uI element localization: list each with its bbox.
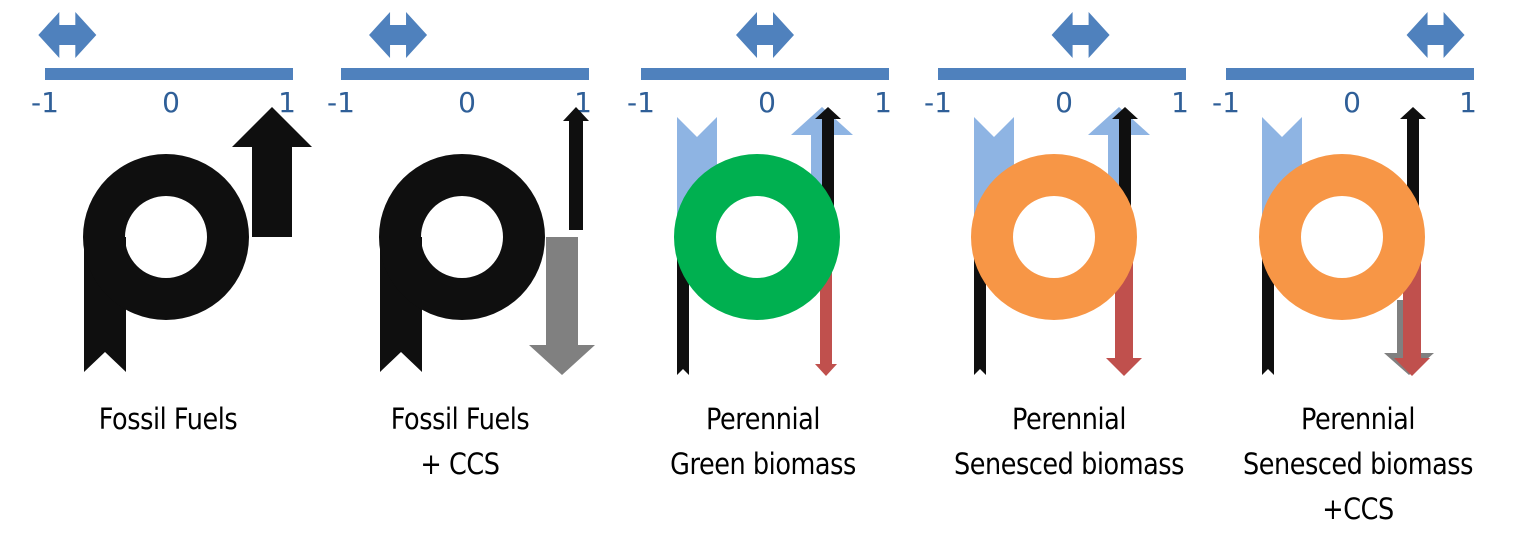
scale-tick-label: 1 [1459,86,1477,119]
scale-position-indicator-icon [1051,12,1110,58]
panel-perennial-senesced-biomass-ccs: -1 0 1 [1212,12,1477,376]
scale-tick-label: 1 [278,86,296,119]
fossil-carbon-ring [83,154,249,320]
caption-line: Perennial [1300,402,1416,436]
senesced-biomass-ring [971,154,1137,320]
caption-line: Fossil Fuels [390,402,530,436]
scale-bar [641,68,889,80]
scale-position-indicator-icon [38,12,97,58]
scale-position-indicator-icon [1406,12,1465,58]
panel-fossil-fuels: -1 0 1 [31,12,312,372]
scale-bar [341,68,589,80]
caption-line: Perennial [1011,402,1127,436]
scale-bar [1226,68,1474,80]
caption-line: +CCS [1322,492,1394,526]
scale-tick-label: -1 [1212,86,1240,119]
scale-tick-label: -1 [924,86,952,119]
panel-caption: Fossil Fuels + CCS [328,397,592,487]
ccs-storage-arrow-icon [529,237,595,375]
fossil-carbon-ring [378,153,546,321]
scale-tick-label: -1 [31,86,59,119]
caption-line: Green biomass [670,447,856,481]
caption-line: Senesced biomass [953,447,1185,481]
scale-position-indicator-icon [369,12,428,58]
caption-line: Senesced biomass [1242,447,1474,481]
senesced-biomass-ring [1259,154,1425,320]
scale-tick-label: 0 [1343,86,1361,119]
small-emission-arrow-icon [1400,107,1426,240]
panel-perennial-green-biomass: -1 0 1 [627,12,892,376]
scale-position-indicator-icon [736,12,794,58]
panel-caption: Fossil Fuels [36,397,300,442]
caption-line: Fossil Fuels [98,402,238,436]
caption-line: Perennial [705,402,821,436]
panel-perennial-senesced-biomass: -1 0 1 [924,12,1189,376]
scale-tick-label: -1 [627,86,655,119]
scale-tick-label: 0 [758,86,776,119]
small-emission-arrow-icon [563,107,589,230]
small-emission-arrow-icon [1112,107,1138,240]
scale-tick-label: 1 [874,86,892,119]
scale-bar [938,68,1186,80]
scale-tick-label: 0 [162,86,180,119]
small-emission-arrow-icon [815,107,841,240]
green-biomass-ring [674,154,840,320]
scale-tick-label: 1 [1171,86,1189,119]
caption-line: + CCS [420,447,500,481]
scale-bar [45,68,293,80]
scale-tick-label: 0 [1055,86,1073,119]
atmospheric-emission-arrow-icon [232,107,312,237]
scale-tick-label: -1 [327,86,355,119]
scale-tick-label: 0 [458,86,476,119]
